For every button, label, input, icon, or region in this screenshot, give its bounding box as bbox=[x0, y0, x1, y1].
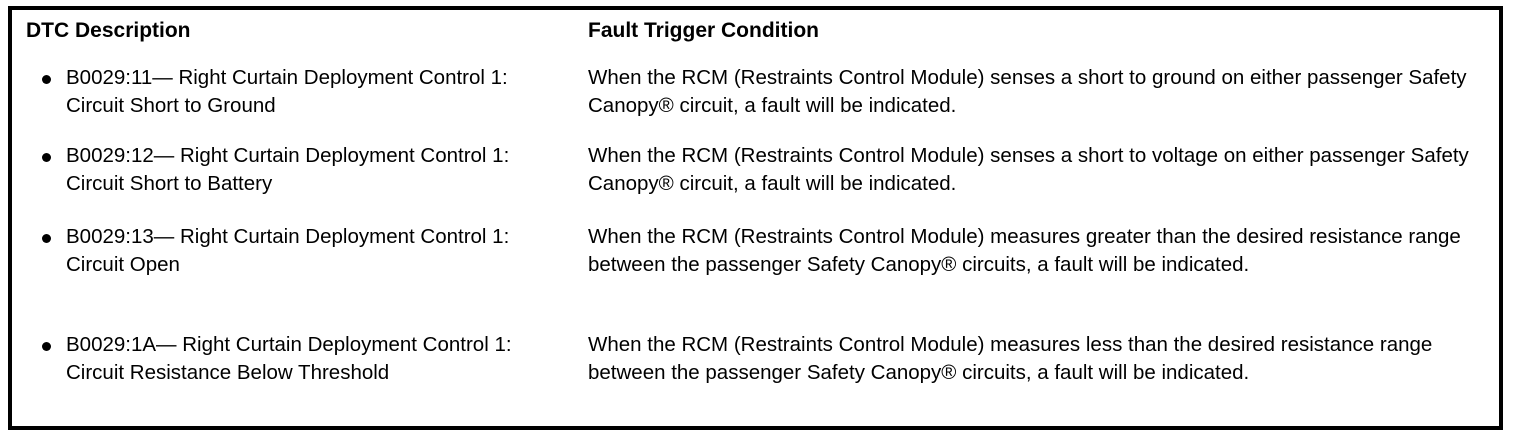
cell-fault-trigger-condition: When the RCM (Restraints Control Module)… bbox=[576, 54, 1501, 132]
bullet-icon bbox=[42, 331, 66, 351]
cell-fault-trigger-condition: When the RCM (Restraints Control Module)… bbox=[576, 213, 1501, 321]
fault-condition-text: When the RCM (Restraints Control Module)… bbox=[588, 225, 1461, 276]
table-row: B0029:1A— Right Curtain Deployment Contr… bbox=[10, 321, 1501, 428]
bulleted-item: B0029:13— Right Curtain Deployment Contr… bbox=[12, 223, 566, 279]
bulleted-item: B0029:12— Right Curtain Deployment Contr… bbox=[12, 142, 566, 198]
cell-dtc-description: B0029:11— Right Curtain Deployment Contr… bbox=[10, 54, 576, 132]
table-body: B0029:11— Right Curtain Deployment Contr… bbox=[10, 54, 1501, 428]
bulleted-item: B0029:11— Right Curtain Deployment Contr… bbox=[12, 64, 566, 120]
cell-fault-trigger-condition: When the RCM (Restraints Control Module)… bbox=[576, 321, 1501, 428]
dtc-description-text: B0029:11— Right Curtain Deployment Contr… bbox=[66, 66, 508, 117]
table-row: B0029:13— Right Curtain Deployment Contr… bbox=[10, 213, 1501, 321]
bullet-icon bbox=[42, 223, 66, 243]
cell-fault-trigger-condition: When the RCM (Restraints Control Module)… bbox=[576, 132, 1501, 213]
table-header-row: DTC Description Fault Trigger Condition bbox=[10, 8, 1501, 54]
column-header-fault-trigger-condition: Fault Trigger Condition bbox=[576, 8, 1501, 54]
dtc-description-text: B0029:13— Right Curtain Deployment Contr… bbox=[66, 225, 510, 276]
fault-condition-text: When the RCM (Restraints Control Module)… bbox=[588, 66, 1467, 117]
fault-condition-text: When the RCM (Restraints Control Module)… bbox=[588, 144, 1469, 195]
cell-dtc-description: B0029:13— Right Curtain Deployment Contr… bbox=[10, 213, 576, 321]
dtc-description-text: B0029:1A— Right Curtain Deployment Contr… bbox=[66, 333, 512, 384]
dtc-fault-table: DTC Description Fault Trigger Condition … bbox=[8, 6, 1503, 430]
column-header-dtc-description: DTC Description bbox=[10, 8, 576, 54]
table-header: DTC Description Fault Trigger Condition bbox=[10, 8, 1501, 54]
bullet-icon bbox=[42, 142, 66, 162]
cell-dtc-description: B0029:12— Right Curtain Deployment Contr… bbox=[10, 132, 576, 213]
table-row: B0029:11— Right Curtain Deployment Contr… bbox=[10, 54, 1501, 132]
fault-condition-text: When the RCM (Restraints Control Module)… bbox=[588, 333, 1433, 384]
bulleted-item: B0029:1A— Right Curtain Deployment Contr… bbox=[12, 331, 566, 387]
table-row: B0029:12— Right Curtain Deployment Contr… bbox=[10, 132, 1501, 213]
cell-dtc-description: B0029:1A— Right Curtain Deployment Contr… bbox=[10, 321, 576, 428]
dtc-description-text: B0029:12— Right Curtain Deployment Contr… bbox=[66, 144, 510, 195]
bullet-icon bbox=[42, 64, 66, 84]
